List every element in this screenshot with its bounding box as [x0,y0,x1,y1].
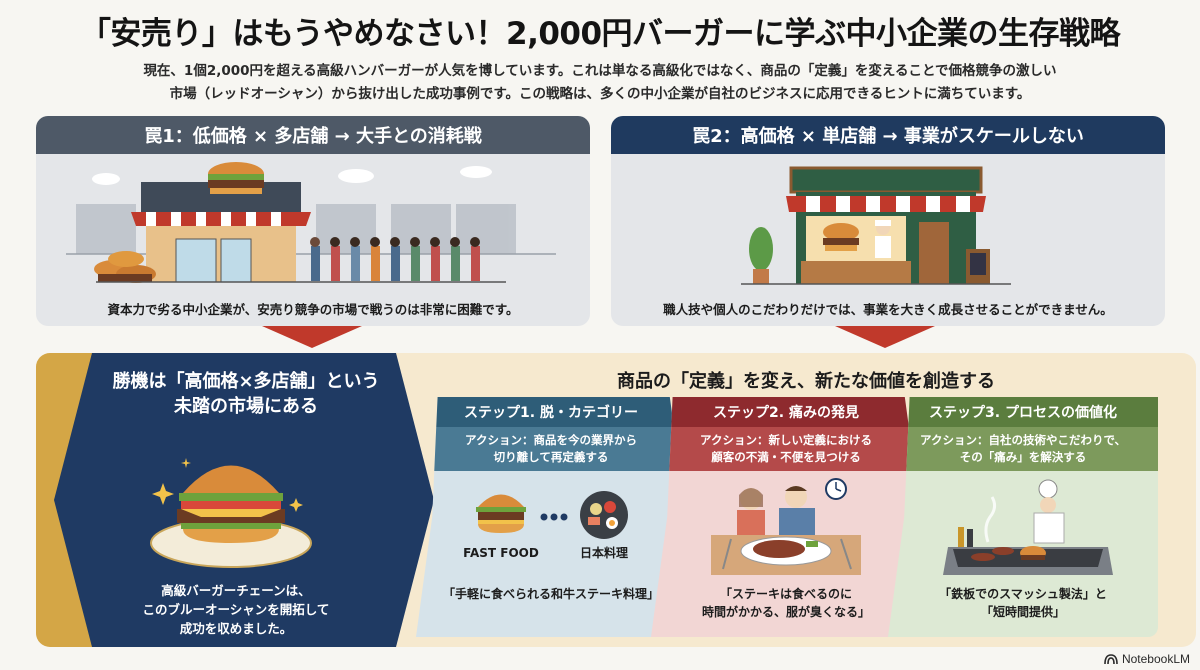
strategy-heading: 商品の「定義」を変え、新たな価値を創造する [617,371,995,392]
subtitle-line-2: 市場（レッドオーシャン）から抜け出した成功事例です。この戦略は、多くの中小企業が… [169,86,1031,102]
premium-burger-illustration [150,458,312,568]
chef-griddle-illustration [943,479,1113,575]
step-3-action: アクション：自社の技術やこだわりで、その「痛み」を解決する [888,427,1158,471]
trap-2-caption: 職人技や個人のこだわりだけでは、事業を大きく成長させることができません。 [663,302,1113,317]
trap-2-card: 罠2：高価格 × 単店舗 → 事業がスケールしない 職人技や個人のこだわりだけで… [611,116,1165,326]
opportunity-caption-line-2: このブルーオーシャンを開拓して [142,602,330,617]
opportunity-title-line-2: 未踏の市場にある [174,396,318,417]
solution-panel: 勝機は「高価格×多店舗」という 未踏の市場にある 高級バーガーチェーンは、 この… [36,353,1196,647]
step-2-card: ステップ2. 痛みの発見 アクション：新しい定義における顧客の不満・不便を見つけ… [651,397,921,637]
step-1-action-line-1: アクション：商品を今の業界から [465,433,637,447]
step-2-action: アクション：新しい定義における顧客の不満・不便を見つける [651,427,921,471]
step-2-title: ステップ2. 痛みの発見 [651,397,921,427]
trap-1-caption: 資本力で劣る中小企業が、安売り競争の市場で戦うのは非常に困難です。 [107,302,519,317]
trap-2-heading: 罠2：高価格 × 単店舗 → 事業がスケールしない [611,116,1165,154]
subtitle-line-1: 現在、1個2,000円を超える高級ハンバーガーが人気を博しています。これは単なる… [143,63,1057,79]
fastfood-to-japanese-illustration: FAST FOOD 日本料理 [463,491,628,560]
step-3-title: ステップ3. プロセスの価値化 [888,397,1158,427]
step-3-caption-line-1: 「鉄板でのスマッシュ製法」と [939,587,1107,601]
opportunity-title-line-1: 勝機は「高価格×多店舗」という [112,371,380,392]
step-3-caption-line-2: 「短時間提供」 [980,605,1065,619]
trap-1-heading: 罠1：低価格 × 多店舗 → 大手との消耗戦 [36,116,590,154]
fast-food-label: FAST FOOD [463,546,539,560]
artisan-shop-illustration [741,166,1011,285]
notebooklm-logo-icon [1104,654,1118,665]
opportunity-caption-line-3: 成功を収めました。 [179,621,293,636]
down-arrow-1 [262,326,362,348]
page-subtitle: 現在、1個2,000円を超える高級ハンバーガーが人気を博しています。これは単なる… [60,60,1140,106]
step-1-caption-line-1: 「手軽に食べられる和牛ステーキ料理」 [442,587,659,601]
step-2-action-line-1: アクション：新しい定義における [700,433,872,447]
step-1-caption: 「手軽に食べられる和牛ステーキ料理」 [416,585,686,603]
step-3-caption: 「鉄板でのスマッシュ製法」と 「短時間提供」 [888,585,1158,621]
step-2-action-line-2: 顧客の不満・不便を見つける [711,450,861,464]
step-1-card: ステップ1. 脱・カテゴリー アクション：商品を今の業界から切り離して再定義する… [416,397,686,637]
step-3-card: ステップ3. プロセスの価値化 アクション：自社の技術やこだわりで、その「痛み」… [888,397,1158,637]
opportunity-caption-line-1: 高級バーガーチェーンは、 [161,583,311,598]
page-title: 「安売り」はもうやめなさい！2,000円バーガーに学ぶ中小企業の生存戦略 [79,16,1121,52]
notebooklm-branding: NotebookLM [1104,652,1190,666]
japanese-cuisine-label: 日本料理 [580,545,628,560]
branding-label: NotebookLM [1121,652,1190,666]
step-2-caption: 「ステーキは食べるのに 時間がかかる、服が臭くなる」 [651,585,921,621]
step-1-title: ステップ1. 脱・カテゴリー [416,397,686,427]
frustrated-diners-illustration [711,478,861,575]
step-2-caption-line-1: 「ステーキは食べるのに [719,587,852,601]
down-arrow-2 [835,326,935,348]
step-1-action: アクション：商品を今の業界から切り離して再定義する [416,427,686,471]
opportunity-caption: 高級バーガーチェーンは、 このブルーオーシャンを開拓して 成功を収めました。 [96,581,376,638]
chain-store-queue-illustration [66,162,556,283]
step-2-caption-line-2: 時間がかかる、服が臭くなる」 [701,605,870,619]
trap-1-card: 罠1：低価格 × 多店舗 → 大手との消耗戦 [36,116,590,326]
opportunity-title: 勝機は「高価格×多店舗」という 未踏の市場にある [76,369,416,419]
step-3-action-line-2: その「痛み」を解決する [959,450,1087,464]
step-1-action-line-2: 切り離して再定義する [493,450,609,464]
step-3-action-line-1: アクション：自社の技術やこだわりで、 [920,433,1126,447]
